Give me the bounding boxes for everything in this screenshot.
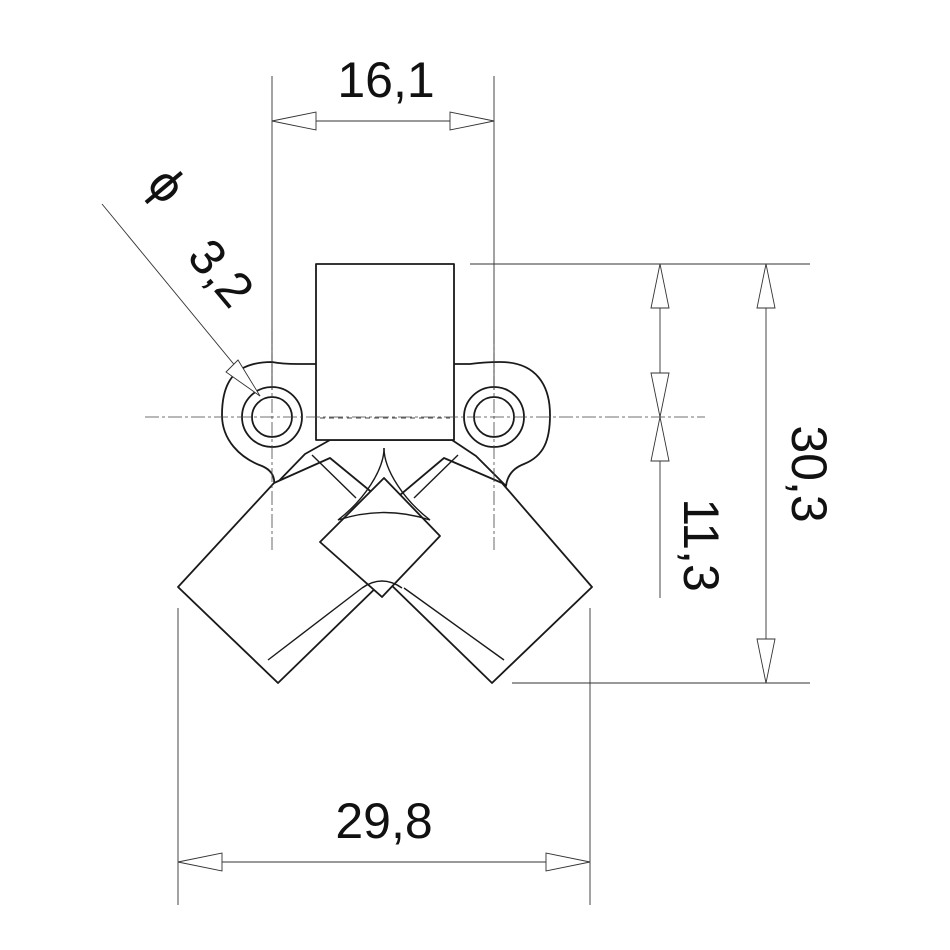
center-junction	[319, 477, 441, 598]
leader-arrowhead	[225, 359, 261, 397]
dimension-hole-diameter: ϕ 3,2	[101, 156, 265, 397]
top-socket	[315, 263, 455, 441]
dimension-label: 3,2	[177, 228, 265, 317]
center-junction-curve-top-right	[383, 447, 431, 521]
dimension-label: 29,8	[335, 793, 432, 849]
part-outline	[177, 263, 593, 684]
arrowhead-top	[650, 263, 670, 309]
arrowhead-mid-down	[650, 372, 670, 418]
arrowhead-left	[271, 111, 317, 131]
left-arm-inner-edge	[311, 454, 357, 499]
arrowhead-right	[545, 852, 591, 872]
arrowhead-top	[756, 263, 776, 309]
arrowhead-left	[177, 852, 223, 872]
dimension-width-bottom: 29,8	[177, 608, 591, 905]
center-junction-curve-bottom	[337, 511, 431, 521]
left-arm-end-edge	[177, 586, 279, 684]
center-junction-curve-top	[337, 447, 385, 521]
center-junction-curve-lower	[361, 580, 403, 589]
right-arm-end-edge	[491, 586, 593, 684]
right-arm-inner-edge	[413, 454, 459, 499]
diameter-symbol: ϕ	[137, 156, 198, 213]
arrowhead-right	[449, 111, 495, 131]
dimension-width-top: 16,1	[271, 52, 495, 390]
dimension-label: 11,3	[673, 498, 729, 592]
arrowhead-mid-up	[650, 416, 670, 462]
dimension-label: 16,1	[337, 52, 434, 108]
right-arm-edge-lower	[403, 587, 505, 661]
dimension-height-total: 30,3	[512, 263, 837, 684]
dimension-label: 30,3	[781, 425, 837, 522]
dimension-height-partial: 11,3	[470, 263, 810, 598]
left-arm-edge-lower	[267, 587, 363, 661]
arrowhead-bottom	[756, 638, 776, 684]
